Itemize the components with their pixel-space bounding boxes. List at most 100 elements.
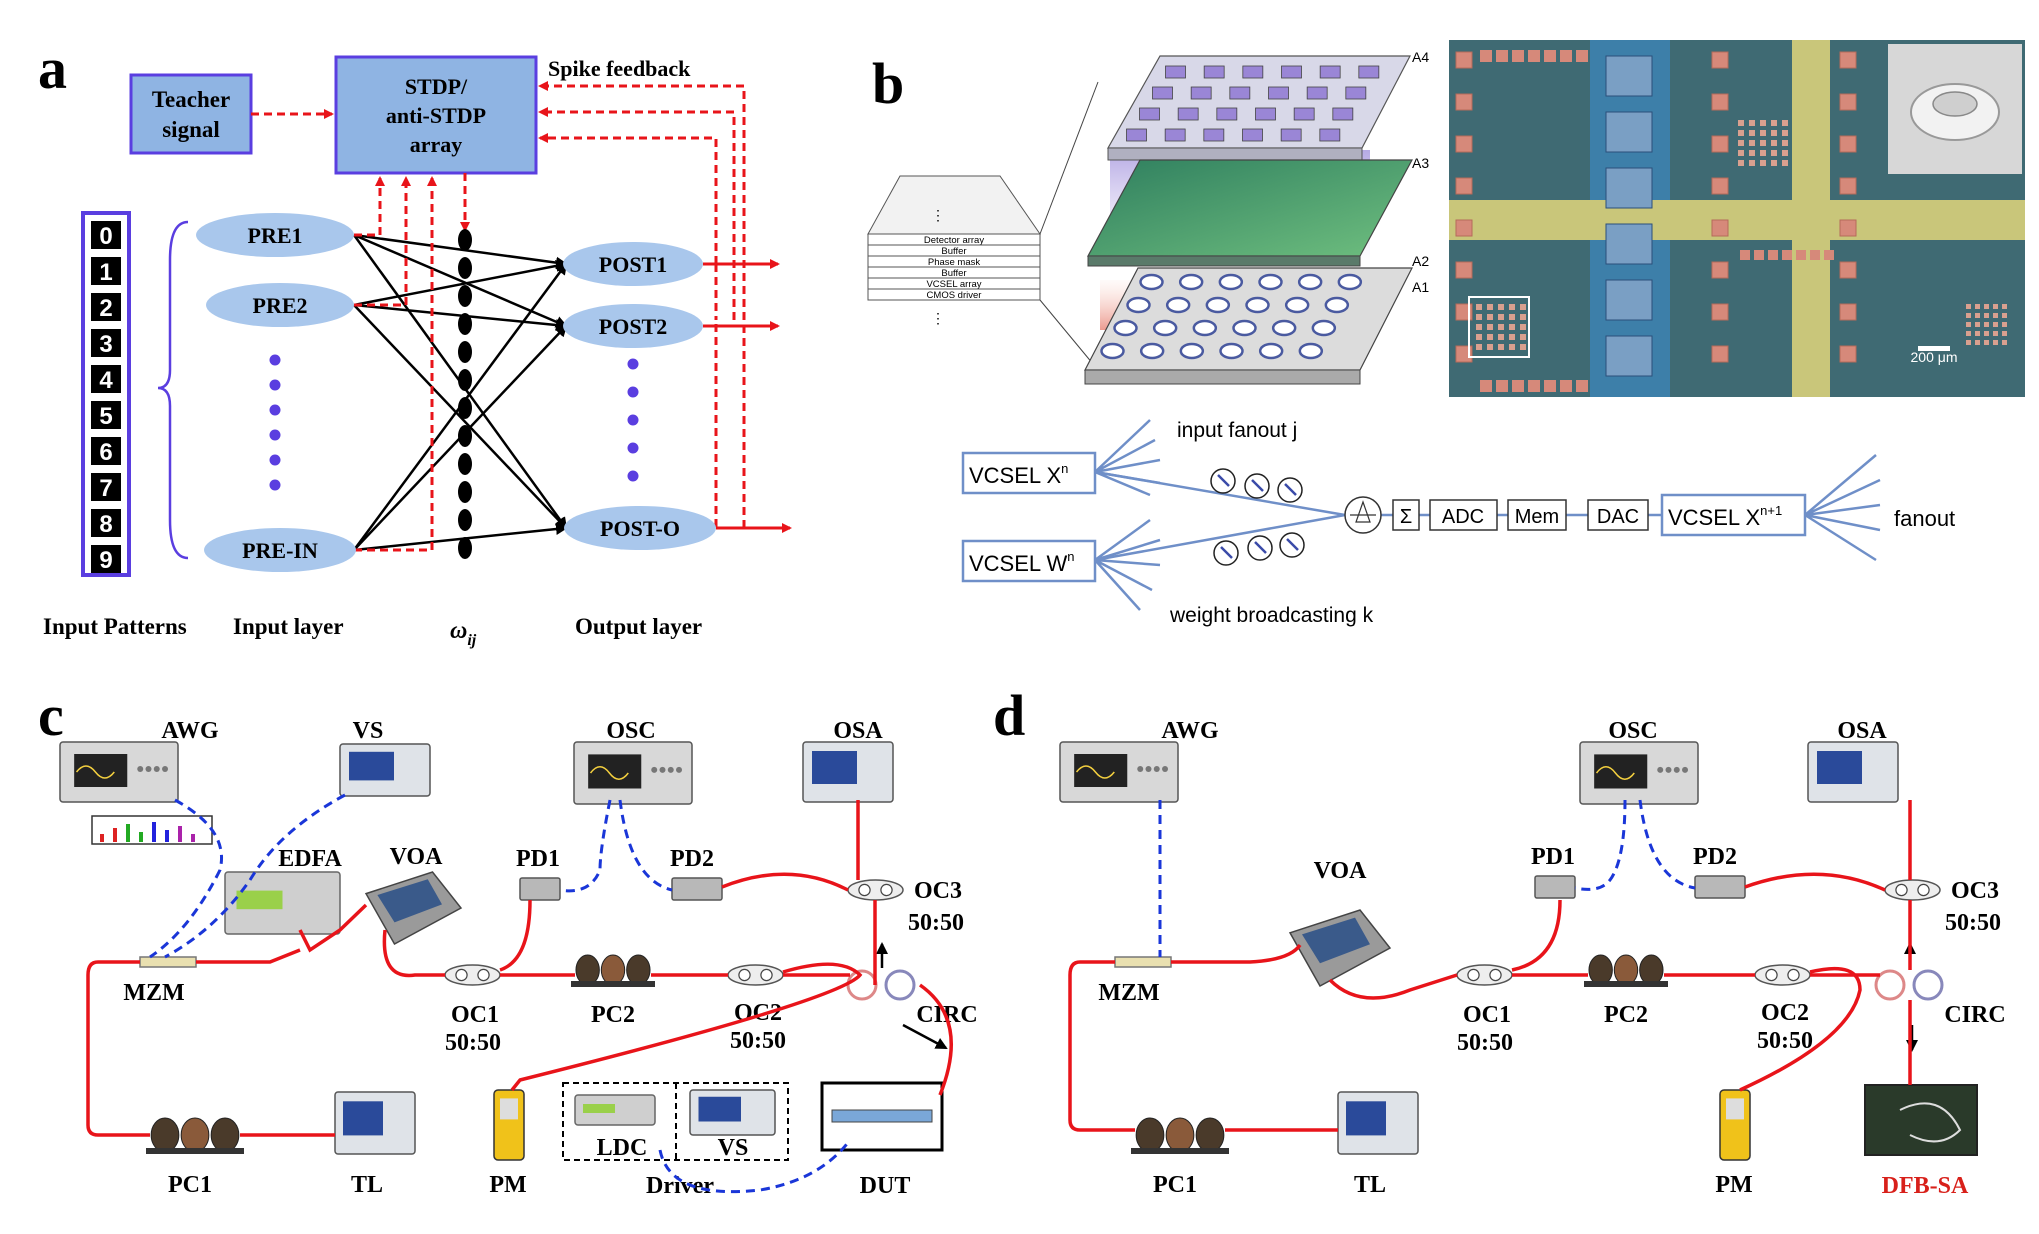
vcsel-pad: [1760, 120, 1766, 126]
pc1: [1131, 1117, 1229, 1154]
awg-bar: [100, 834, 104, 842]
weight-mark: [458, 425, 472, 447]
pc2-base: [571, 981, 655, 987]
edfa-label: EDFA: [278, 846, 342, 872]
vcsel-pad: [1771, 130, 1777, 136]
bond-pad: [1512, 50, 1524, 62]
digit-box-6: [91, 437, 121, 465]
cable-awg-mzm: [149, 798, 223, 959]
center-chip: [1605, 55, 1653, 97]
weight-mark: [458, 285, 472, 307]
synapse-lines: [352, 233, 568, 552]
input-brace: [157, 220, 189, 560]
output-arrows: [703, 259, 792, 533]
vcsel-pad: [1984, 340, 1989, 345]
input-patterns-label: Input Patterns: [43, 614, 187, 639]
osc-knob: [667, 766, 674, 773]
bond-pad: [1711, 219, 1729, 237]
vcsel-pad: [1487, 304, 1493, 310]
post-dot: [627, 386, 639, 398]
voa-label: VOA: [1314, 858, 1368, 884]
bond-pad: [1480, 380, 1492, 392]
vcsel-pad: [1498, 344, 1504, 350]
mzm: [139, 956, 197, 968]
driver-label: Driver: [646, 1173, 714, 1199]
vcsel-w-box: [961, 539, 1097, 583]
osc-knob: [1673, 766, 1680, 773]
stdp-label-1: STDP/: [405, 74, 468, 99]
oc1-ratio-label: 50:50: [1457, 1030, 1513, 1056]
stack-layer-label: Buffer: [941, 246, 966, 257]
vcsel-pad: [1487, 344, 1493, 350]
circ-dut-arrow: [902, 1023, 948, 1050]
oc3-ring: [858, 883, 871, 897]
vcsel-pad: [1498, 324, 1504, 330]
voa-screen: [377, 879, 442, 923]
post-dot: [627, 358, 639, 370]
bond-pad: [1560, 50, 1572, 62]
pd1: [519, 877, 561, 901]
oc2-ring: [738, 968, 751, 982]
vcsel-pad: [1771, 150, 1777, 156]
awg: [1059, 741, 1179, 803]
a4-cell: [1126, 128, 1147, 142]
a1-emitter: [1218, 273, 1244, 291]
bond-pad: [1839, 135, 1857, 153]
pm-label: PM: [489, 1172, 526, 1198]
a1-emitter: [1179, 342, 1205, 360]
awg: [59, 741, 179, 803]
oc1-ring: [477, 968, 490, 982]
pd2-label: PD2: [670, 846, 714, 872]
vcsel-pad: [1520, 304, 1526, 310]
osa-label: OSA: [1837, 718, 1887, 744]
bond-pad: [1740, 250, 1750, 260]
a4-cell: [1164, 128, 1186, 142]
digit-box-8: [91, 509, 121, 537]
post-dot: [627, 470, 639, 482]
input-layer-label: Input layer: [233, 614, 344, 639]
pre-dot: [269, 354, 281, 366]
oc2-ring: [1765, 968, 1778, 982]
osc-knob: [1657, 766, 1664, 773]
ldc: [574, 1094, 656, 1126]
pre-dot: [269, 479, 281, 491]
vcsel-pad: [1476, 314, 1482, 320]
oc1-ring: [1489, 968, 1502, 982]
osc-trace: [1595, 766, 1635, 780]
fiber-oc1-pd1: [499, 899, 532, 972]
post1-node: [563, 242, 703, 286]
oc1: [1456, 964, 1513, 986]
post-o-node: [564, 506, 716, 550]
tl: [334, 1091, 416, 1155]
a4-cell: [1165, 65, 1186, 79]
vcsel-pad: [1993, 313, 1998, 318]
weight-mark: [458, 453, 472, 475]
oc1-body: [1456, 964, 1513, 986]
ldc-display: [583, 1104, 615, 1113]
vcsel-pad: [1520, 314, 1526, 320]
a1-emitter: [1152, 319, 1178, 337]
mzm-label: MZM: [1098, 980, 1159, 1006]
awg-bar: [152, 822, 156, 842]
pc2-paddle: [575, 954, 600, 986]
a1-emitter: [1324, 296, 1350, 314]
circ-port: [1912, 969, 1944, 1001]
oc2-ring: [1787, 968, 1800, 982]
panel-letter-a: a: [38, 36, 67, 101]
vcsel-pad: [1498, 334, 1504, 340]
vcsel-out-box: [1660, 493, 1807, 537]
osc-knob: [651, 766, 658, 773]
awg-waveform: [91, 815, 213, 845]
center-chip: [1605, 167, 1653, 209]
adc-box: [1429, 499, 1498, 531]
bond-pad: [1576, 50, 1588, 62]
pm-display: [1726, 1098, 1744, 1120]
vcsel-pad: [1975, 304, 1980, 309]
voa: [1288, 909, 1392, 988]
array-label-a2: A2: [1412, 253, 1429, 269]
post-dot: [627, 442, 639, 454]
fiber-mzm-pc1: [1068, 960, 1135, 1132]
bond-pad: [1711, 135, 1729, 153]
ldc-label: LDC: [597, 1135, 648, 1161]
